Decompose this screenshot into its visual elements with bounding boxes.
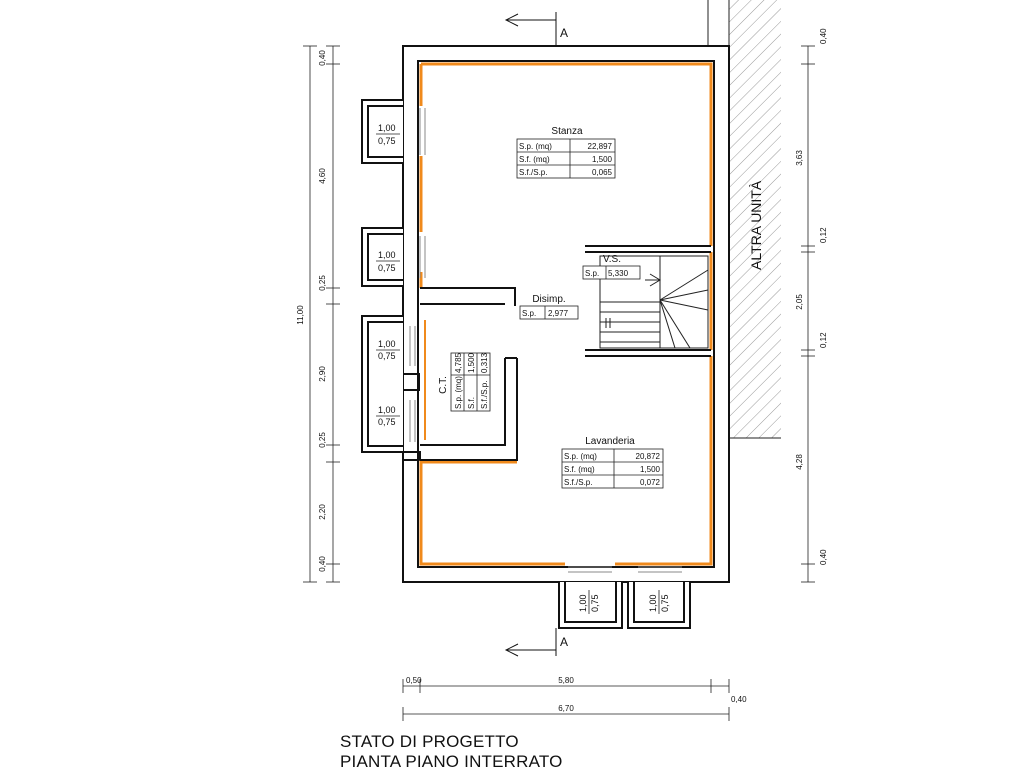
svg-text:11,00: 11,00 xyxy=(296,305,305,325)
svg-text:5,80: 5,80 xyxy=(558,676,574,685)
room-name: Stanza xyxy=(551,126,583,137)
svg-text:0,25: 0,25 xyxy=(318,275,327,291)
svg-text:0,40: 0,40 xyxy=(731,695,747,704)
room-name: V.S. xyxy=(603,254,621,265)
svg-text:2,05: 2,05 xyxy=(795,294,804,310)
svg-text:0,313: 0,313 xyxy=(480,352,489,373)
svg-text:S.f. (mq): S.f. (mq) xyxy=(564,465,595,474)
svg-text:1,00: 1,00 xyxy=(378,405,396,415)
svg-text:5,330: 5,330 xyxy=(608,269,629,278)
svg-text:0,40: 0,40 xyxy=(819,28,828,44)
dimension-labels-left: 0,40 4,60 0,25 2,90 0,25 2,20 0,40 11,00 xyxy=(296,50,327,572)
room-vs: V.S. S.p. 5,330 xyxy=(582,254,641,280)
svg-text:0,25: 0,25 xyxy=(318,432,327,448)
svg-text:0,12: 0,12 xyxy=(819,332,828,348)
room-ct: C.T. S.p. (mq) 4,785 S.f. 1,500 S.f./S.p… xyxy=(438,352,491,412)
svg-text:2,977: 2,977 xyxy=(548,309,569,318)
window-niches-left xyxy=(361,99,403,453)
dimension-chain-left xyxy=(303,45,340,583)
svg-text:1,00: 1,00 xyxy=(578,594,588,612)
svg-text:S.f./S.p.: S.f./S.p. xyxy=(519,168,547,177)
svg-text:1,00: 1,00 xyxy=(378,250,396,260)
walls xyxy=(402,45,730,583)
svg-text:S.p.: S.p. xyxy=(522,309,536,318)
svg-text:S.p. (mq): S.p. (mq) xyxy=(564,452,597,461)
staircase xyxy=(599,255,709,349)
window-frames-left xyxy=(409,108,426,442)
svg-text:S.f.: S.f. xyxy=(467,397,476,409)
svg-text:1,500: 1,500 xyxy=(640,465,661,474)
room-lavanderia: Lavanderia S.p. (mq) 20,872 S.f. (mq) 1,… xyxy=(561,436,664,489)
svg-text:0,75: 0,75 xyxy=(378,417,396,427)
svg-text:0,12: 0,12 xyxy=(819,227,828,243)
svg-text:A: A xyxy=(560,635,568,649)
svg-text:S.p. (mq): S.p. (mq) xyxy=(454,376,463,409)
svg-text:1,500: 1,500 xyxy=(592,155,613,164)
svg-text:2,20: 2,20 xyxy=(318,504,327,520)
partitions xyxy=(402,245,711,461)
window-frames-bottom xyxy=(568,566,682,573)
svg-text:0,75: 0,75 xyxy=(378,136,396,146)
svg-text:2,90: 2,90 xyxy=(318,366,327,382)
dimension-chain-right xyxy=(801,45,815,583)
svg-text:A: A xyxy=(560,26,568,40)
svg-text:0,40: 0,40 xyxy=(318,50,327,66)
svg-text:0,40: 0,40 xyxy=(318,556,327,572)
svg-text:0,40: 0,40 xyxy=(819,549,828,565)
dimension-labels-bottom: 0,50 5,80 0,40 6,70 xyxy=(406,676,747,713)
neighbor-unit: ALTRA UNITÀ xyxy=(707,0,781,439)
section-marker-top: A xyxy=(504,12,568,46)
section-marker-bottom: A xyxy=(504,628,568,657)
svg-text:0,75: 0,75 xyxy=(590,594,600,612)
svg-text:0,072: 0,072 xyxy=(640,478,661,487)
svg-text:22,897: 22,897 xyxy=(588,142,613,151)
svg-text:0,75: 0,75 xyxy=(378,263,396,273)
svg-text:0,75: 0,75 xyxy=(660,594,670,612)
svg-text:1,00: 1,00 xyxy=(378,339,396,349)
svg-text:20,872: 20,872 xyxy=(636,452,661,461)
drawing-title: STATO DI PROGETTO xyxy=(340,732,519,751)
svg-text:4,60: 4,60 xyxy=(318,168,327,184)
room-name: Disimp. xyxy=(532,294,565,305)
svg-text:S.f. (mq): S.f. (mq) xyxy=(519,155,550,164)
neighbor-label: ALTRA UNITÀ xyxy=(748,180,764,270)
room-name: Lavanderia xyxy=(585,436,635,447)
svg-text:4,785: 4,785 xyxy=(454,352,463,373)
svg-text:S.p.: S.p. xyxy=(585,269,599,278)
svg-text:1,500: 1,500 xyxy=(467,352,476,373)
svg-text:1,00: 1,00 xyxy=(378,123,396,133)
window-niches-bottom xyxy=(558,582,691,629)
svg-text:0,50: 0,50 xyxy=(406,676,422,685)
svg-text:0,065: 0,065 xyxy=(592,168,613,177)
svg-text:1,00: 1,00 xyxy=(648,594,658,612)
svg-text:S.f./S.p.: S.f./S.p. xyxy=(564,478,592,487)
svg-text:0,75: 0,75 xyxy=(378,351,396,361)
room-stanza: Stanza S.p. (mq) 22,897 S.f. (mq) 1,500 … xyxy=(516,126,616,179)
svg-text:S.p. (mq): S.p. (mq) xyxy=(519,142,552,151)
window-labels: 1,00 0,75 1,00 0,75 1,00 0,75 1,00 0,75 … xyxy=(376,123,670,614)
svg-text:S.f./S.p.: S.f./S.p. xyxy=(480,381,489,409)
svg-text:3,63: 3,63 xyxy=(795,150,804,166)
svg-text:6,70: 6,70 xyxy=(558,704,574,713)
room-disimpegno: Disimp. S.p. 2,977 xyxy=(519,294,579,320)
svg-text:4,28: 4,28 xyxy=(795,454,804,470)
dimension-chain-bottom xyxy=(402,679,730,721)
dimension-labels-right: 0,40 3,63 0,12 2,05 0,12 4,28 0,40 xyxy=(795,28,828,565)
room-name: C.T. xyxy=(438,376,449,394)
drawing-subtitle: PIANTA PIANO INTERRATO xyxy=(340,752,563,771)
